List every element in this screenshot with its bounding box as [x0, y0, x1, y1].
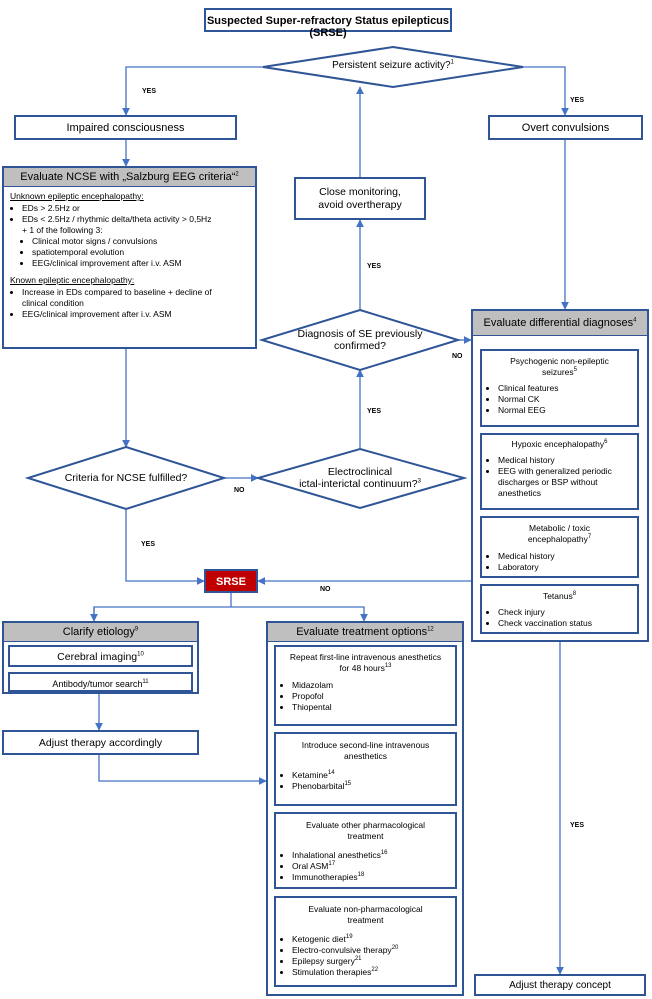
title-box: Suspected Super-refractory Status epilep… — [204, 8, 452, 39]
pharm-item: Immunotherapies18 — [292, 872, 388, 883]
decision-diagnosis-confirmed — [258, 308, 462, 372]
ncse-known-criterion: EEG/clinical improvement after i.v. ASM — [22, 309, 249, 320]
nonpharm-item: Electro-convulsive therapy20 — [292, 945, 398, 956]
second-line-item: Ketamine14 — [292, 770, 351, 781]
yes-label-continuum: YES — [367, 408, 382, 415]
first-line-item: Thiopental — [292, 702, 333, 713]
ncse-criterion: EDs < 2.5Hz / rhythmic delta/theta activ… — [22, 214, 249, 225]
nonpharm-item: Stimulation therapies22 — [292, 967, 398, 978]
ncse-subcriterion: Clinical motor signs / convulsions — [32, 236, 249, 247]
first-line-box: Repeat first-line intravenous anesthetic… — [274, 645, 457, 726]
arrow-criteria-to-srse — [125, 509, 205, 585]
adjust-concept-box: Adjust therapy concept — [474, 974, 646, 996]
adjust-accordingly-box: Adjust therapy accordingly — [2, 730, 199, 755]
antibody-search-box: Antibody/tumor search11 — [8, 672, 193, 692]
persistent-text: Persistent seizure activity?1 — [332, 59, 454, 71]
ncse-criterion-plus: + 1 of the following 3: — [22, 225, 103, 235]
yes-label-criteria: YES — [141, 541, 156, 548]
metabolic-item: Medical history — [498, 551, 555, 562]
ncse-subcriterion: spatiotemporal evolution — [32, 247, 249, 258]
pharm-item: Oral ASM17 — [292, 861, 388, 872]
tetanus-box: Tetanus8 Check injury Check vaccination … — [480, 584, 639, 634]
ncse-header: Evaluate NCSE with „Salzburg EEG criteri… — [4, 168, 255, 187]
metabolic-item: Laboratory — [498, 562, 555, 573]
yes-label-diff: YES — [570, 822, 585, 829]
yes-label-right: YES — [570, 97, 585, 104]
hypoxic-item: Medical history — [498, 455, 612, 466]
yes-label-monitor: YES — [367, 263, 382, 270]
first-line-item: Midazolam — [292, 680, 333, 691]
unknown-encephalopathy-title: Unknown epileptic encephalopathy: — [10, 191, 144, 201]
srse-box: SRSE — [204, 569, 258, 593]
impaired-consciousness-box: Impaired consciousness — [14, 115, 237, 140]
diff-header: Evaluate differential diagnoses4 — [473, 311, 647, 336]
monitor-line-1: Close monitoring, — [319, 186, 401, 198]
pnes-item: Clinical features — [498, 383, 558, 394]
monitor-line-2: avoid overtherapy — [318, 199, 402, 211]
hypoxic-box: Hypoxic encephalopathy6 Medical history … — [480, 433, 639, 510]
ncse-criterion: EDs > 2.5Hz or — [22, 203, 249, 214]
nonpharm-item: Epilepsy surgery21 — [292, 956, 398, 967]
pnes-item: Normal CK — [498, 394, 558, 405]
tetanus-item: Check injury — [498, 607, 592, 618]
ncse-salzburg-box: Evaluate NCSE with „Salzburg EEG criteri… — [2, 166, 257, 349]
etiology-header: Clarify etiology9 — [4, 623, 197, 642]
arrow-persistent-to-impaired — [122, 66, 263, 116]
title: Suspected Super-refractory Status epilep… — [206, 15, 450, 39]
decision-criteria-ncse — [24, 445, 228, 511]
no-label-criteria: NO — [234, 487, 245, 494]
hypoxic-item: EEG with generalized periodicdischarges … — [498, 466, 612, 499]
tetanus-item: Check vaccination status — [498, 618, 592, 629]
nonpharm-item: Ketogenic diet19 — [292, 934, 398, 945]
pnes-item: Normal EEG — [498, 405, 558, 416]
known-encephalopathy-title: Known epileptic encephalopathy: — [10, 275, 135, 285]
decision-persistent-seizure — [262, 45, 524, 89]
pharm-item: Inhalational anesthetics16 — [292, 850, 388, 861]
arrow-adjust-to-treatment — [98, 755, 267, 785]
arrow-srse-to-etiology — [93, 593, 232, 618]
no-label-diagnosis: NO — [452, 353, 463, 360]
yes-label-left: YES — [142, 88, 157, 95]
no-label-diff: NO — [320, 586, 331, 593]
arrow-srse-to-treatment — [231, 606, 368, 622]
treatment-header: Evaluate treatment options12 — [268, 623, 462, 642]
overt-convulsions-box: Overt convulsions — [488, 115, 643, 140]
close-monitoring-box: Close monitoring, avoid overtherapy — [294, 177, 426, 220]
criteria-ncse-text: Criteria for NCSE fulfilled? — [64, 472, 188, 484]
ncse-subcriterion: EEG/clinical improvement after i.v. ASM — [32, 258, 249, 269]
cerebral-imaging-box: Cerebral imaging10 — [8, 645, 193, 667]
second-line-item: Phenobarbital15 — [292, 781, 351, 792]
ncse-known-criterion: Increase in EDs compared to baseline + d… — [22, 287, 249, 309]
first-line-item: Propofol — [292, 691, 333, 702]
arrow-persistent-to-overt — [523, 66, 569, 116]
decision-continuum — [254, 447, 468, 510]
